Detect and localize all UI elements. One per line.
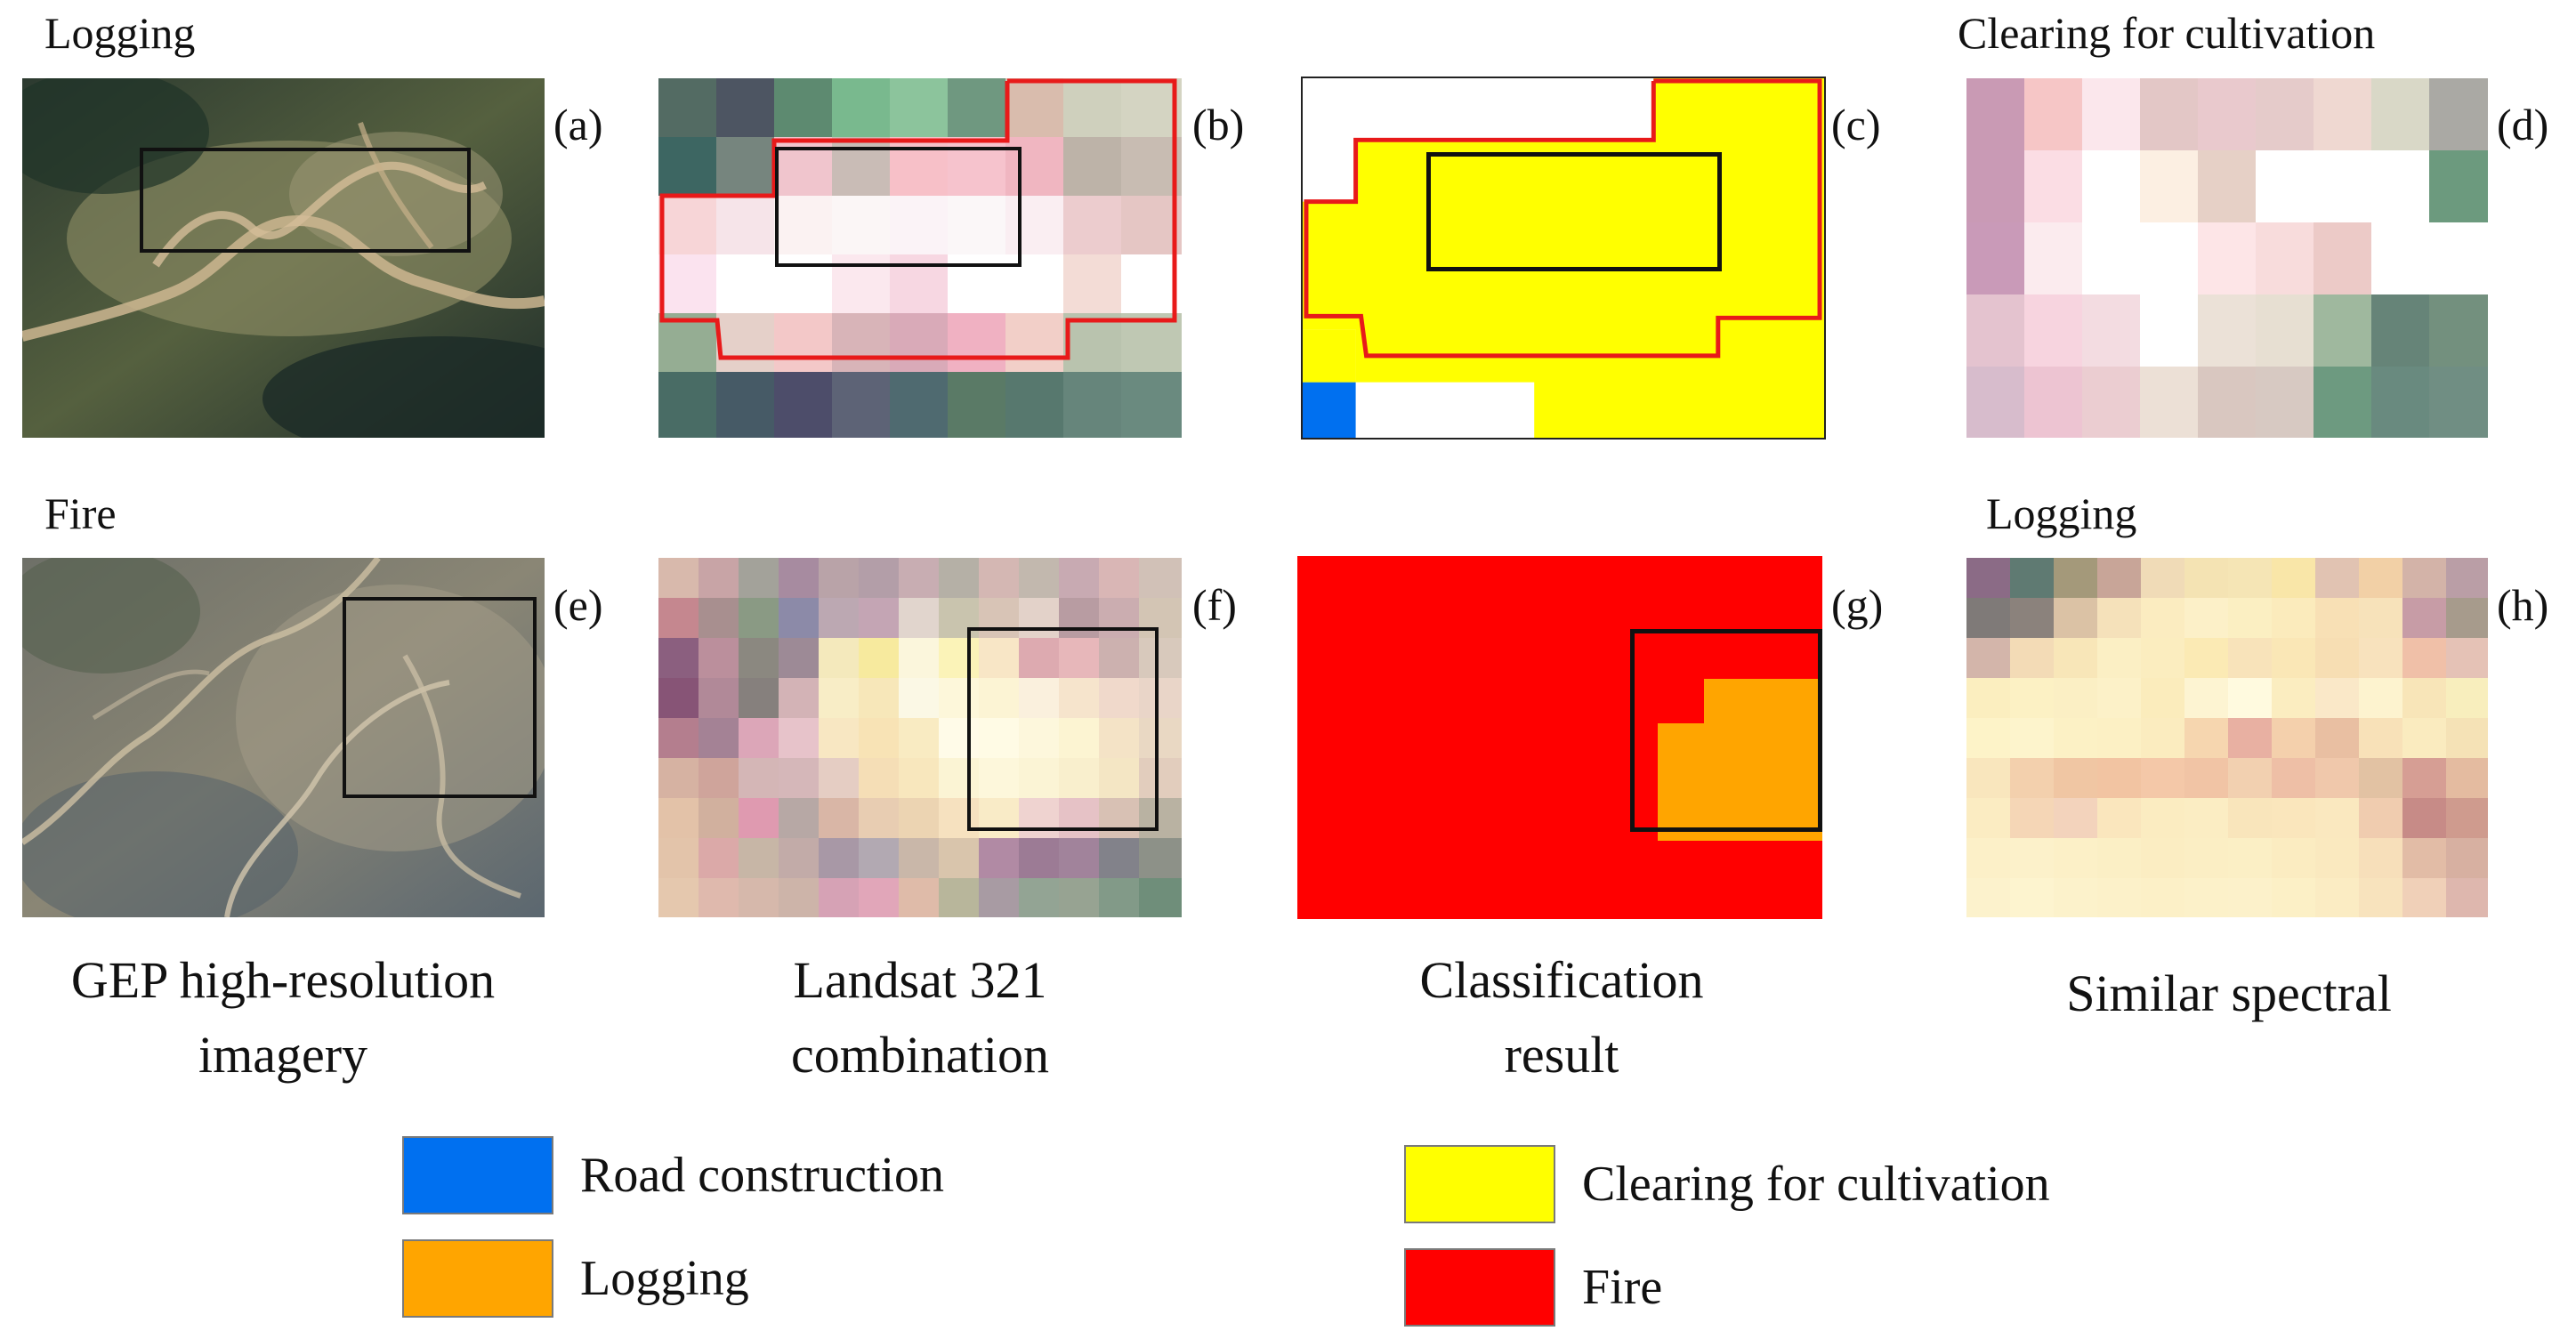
panel-label-e: (e) [553, 580, 603, 630]
caption-landsat: Landsat 321 combination [791, 951, 1049, 1084]
highlight-box [140, 148, 471, 253]
panel-label-b: (b) [1192, 100, 1245, 149]
panel-a-gep-imagery [22, 78, 545, 438]
row-label-clearing: Clearing for cultivation [1958, 8, 2376, 58]
legend-clearing-for-cultivation: Clearing for cultivation [1404, 1145, 2050, 1223]
panel-b-landsat [658, 78, 1182, 438]
row-label-logging-top: Logging [44, 8, 196, 58]
panel-label-a: (a) [553, 100, 603, 149]
panel-label-g: (g) [1831, 580, 1884, 630]
caption-similar-spectral: Similar spectral [2066, 964, 2392, 1022]
panel-f-landsat [658, 558, 1182, 917]
legend-swatch [1404, 1248, 1555, 1327]
row-label-logging-bottom: Logging [1986, 488, 2137, 538]
legend-road-construction: Road construction [402, 1136, 944, 1214]
highlight-box [1426, 152, 1722, 271]
panel-label-d: (d) [2497, 100, 2549, 149]
legend-swatch [402, 1136, 553, 1214]
panel-label-f: (f) [1192, 580, 1237, 630]
panel-g-classification [1297, 556, 1822, 919]
panel-c-classification [1301, 77, 1826, 440]
legend-label: Road construction [580, 1148, 945, 1203]
panel-d-similar-spectral [1966, 78, 2488, 438]
highlight-box [775, 147, 1022, 267]
legend-fire: Fire [1404, 1248, 1662, 1327]
panel-label-h: (h) [2497, 580, 2549, 630]
caption-gep: GEP high-resolution imagery [70, 951, 496, 1084]
legend-label: Clearing for cultivation [1582, 1157, 2050, 1212]
highlight-box [343, 597, 537, 798]
caption-classification: Classification result [1419, 951, 1704, 1084]
legend-label: Fire [1582, 1260, 1663, 1315]
panel-h-similar-spectral [1966, 558, 2488, 917]
legend-swatch [1404, 1145, 1555, 1223]
panel-e-gep-imagery [22, 558, 545, 917]
row-label-fire: Fire [44, 488, 117, 538]
legend-swatch [402, 1239, 553, 1318]
panel-label-c: (c) [1831, 100, 1881, 149]
highlight-box [1630, 629, 1822, 832]
legend-label: Logging [580, 1251, 749, 1306]
highlight-box [967, 627, 1159, 831]
legend-logging: Logging [402, 1239, 749, 1318]
